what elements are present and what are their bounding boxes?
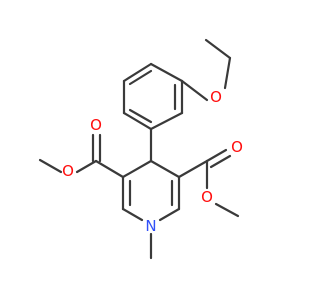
bond-o-ester-left-methyl [38,158,63,174]
atom-n-ring: N [145,217,156,235]
atom-o-ester-left: O [62,162,74,180]
bond-ph-2 [122,62,153,83]
bond-c4-c3 [121,159,153,179]
bond-c3-carbonyl-left [94,159,125,179]
bond-c4-c5 [149,159,181,179]
atom-o-carbonyl-left: O [90,116,102,134]
molecule-drawing: O O O O O N [38,38,243,260]
bond-ph-5 [149,111,184,131]
bond-ethyl-ch3-ch2 [204,38,232,60]
bond-ph-inner-2 [128,108,153,124]
bond-o-ester-right-methyl [214,202,240,218]
bond-ph-1 [149,62,184,83]
bond-ph-4 [122,111,153,131]
bond-c5-carbonyl-right [177,159,209,179]
atom-o-carbonyl-right: O [231,138,243,156]
bond-ph-inner-1 [128,69,153,86]
atom-o-ether: O [210,88,222,106]
bond-o-ether-aryl [180,79,209,102]
atom-o-ester-right: O [201,188,213,206]
bond-carbonyl-right-double-a [205,148,228,163]
bond-c2-n [121,207,144,222]
bond-carbonyl-left-o-ester [75,159,98,174]
bond-carbonyl-right-double-b [209,154,232,169]
structure-canvas: O O O O O N [38,38,243,260]
bond-n-c6 [158,207,181,222]
bond-ch2-o-ether [223,56,232,90]
